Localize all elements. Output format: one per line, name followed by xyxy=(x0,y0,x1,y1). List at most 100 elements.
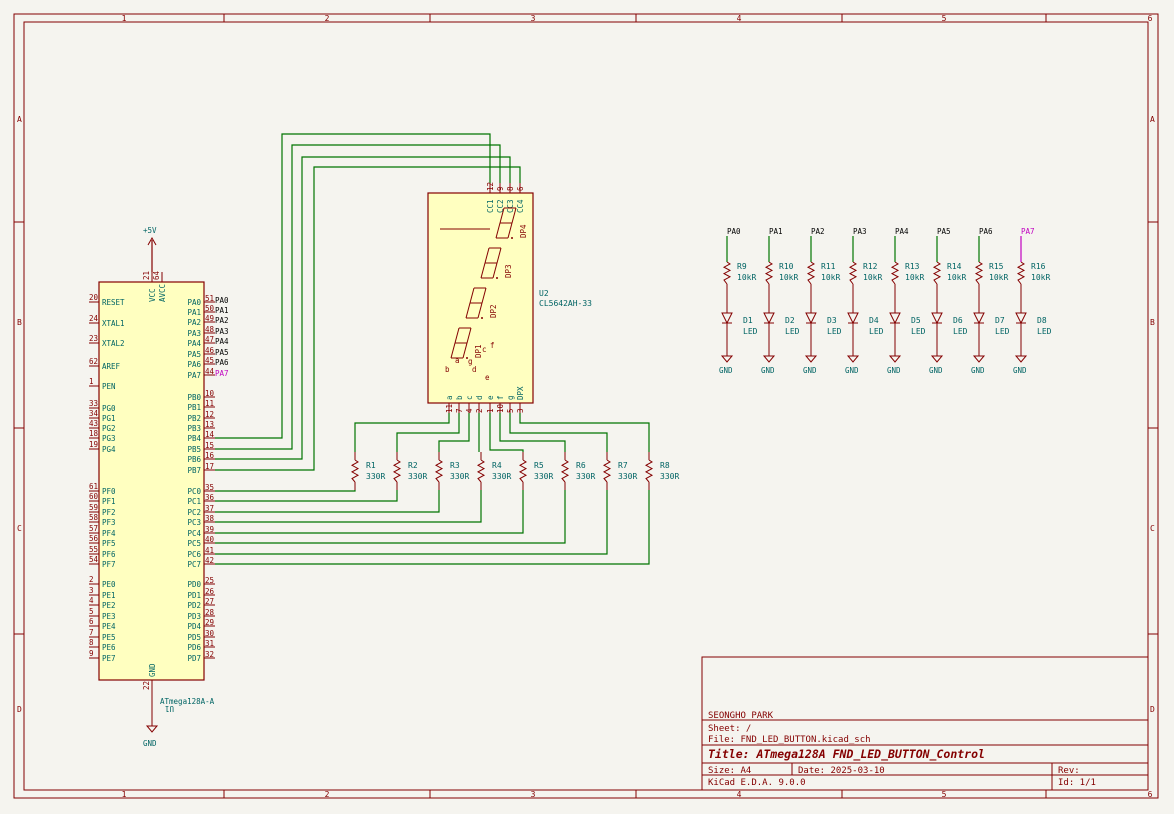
mcu-pin-name: PE6 xyxy=(102,643,116,652)
resistor-value: 10kR xyxy=(779,273,798,282)
mcu-pin-name: PD0 xyxy=(187,580,201,589)
resistor-ref: R8 xyxy=(660,461,670,470)
resistor-value: 330R xyxy=(450,472,469,481)
net-label: PA3 xyxy=(215,327,229,336)
mcu-pin-name: PE3 xyxy=(102,612,116,621)
segment-wire xyxy=(354,413,450,452)
segment-wire xyxy=(438,413,470,452)
frame-col-label: 2 xyxy=(325,790,330,799)
led-value: LED xyxy=(953,327,968,336)
display-pin-name: CC4 xyxy=(516,199,525,213)
mcu-pin-number: 51 xyxy=(205,294,214,303)
segment-mark xyxy=(462,342,468,359)
display-pin-name: CC1 xyxy=(486,199,495,213)
tb-tool: KiCad E.D.A. 9.0.0 xyxy=(708,778,806,788)
mcu-pin-number: 60 xyxy=(89,492,99,501)
resistor-ref: R14 xyxy=(947,262,962,271)
mcu-pin-number: 18 xyxy=(89,429,99,438)
frame-row-label: A xyxy=(1150,115,1155,124)
digit-label: DP1 xyxy=(474,344,483,358)
led-ref: D7 xyxy=(995,316,1005,325)
net-label: PA1 xyxy=(215,306,229,315)
resistor-ref: R7 xyxy=(618,461,628,470)
segment-wire xyxy=(215,490,440,513)
display-value: CL5642AH-33 xyxy=(539,299,592,308)
resistor-symbol xyxy=(392,459,402,483)
resistor-symbol xyxy=(764,261,774,285)
mcu-pin-number: 54 xyxy=(89,555,99,564)
resistor-value: 10kR xyxy=(821,273,840,282)
segment-mark xyxy=(450,342,456,359)
tb-author: SEONGHO PARK xyxy=(708,711,774,721)
led-ref: D3 xyxy=(827,316,837,325)
mcu-pin-name: PG2 xyxy=(102,424,116,433)
dp-dot xyxy=(511,237,513,239)
dp-dot xyxy=(496,277,498,279)
display-pin-number: 1 xyxy=(486,408,495,413)
frame-row-label: C xyxy=(1150,524,1155,533)
segment-mark xyxy=(466,327,472,344)
mcu-ref: U1 xyxy=(165,704,174,713)
mcu-pin-number: 46 xyxy=(205,346,215,355)
mcu-pin-number: 23 xyxy=(89,334,98,343)
mcu-pin-number: 22 xyxy=(142,681,151,690)
display-pin-name: e xyxy=(486,395,495,400)
resistor-symbol xyxy=(722,261,732,285)
display-ref: U2 xyxy=(539,289,549,298)
segment-wire xyxy=(215,490,650,565)
frame-col-label: 4 xyxy=(737,790,742,799)
gnd-label: GND xyxy=(803,366,817,375)
mcu-pin-name: PC6 xyxy=(187,550,201,559)
mcu-pin-name: PC4 xyxy=(187,529,201,538)
mcu-pin-name: PD4 xyxy=(187,622,201,631)
segment-wire xyxy=(215,490,608,555)
resistor-ref: R16 xyxy=(1031,262,1046,271)
mcu-pin-number: 48 xyxy=(205,325,215,334)
gnd-label: GND xyxy=(143,739,157,748)
mcu-pin-name: GND xyxy=(148,663,157,677)
mcu-pin-name: PA6 xyxy=(187,360,201,369)
display-pin-number: 5 xyxy=(506,408,515,413)
mcu-pin-number: 21 xyxy=(142,271,151,280)
resistor-value: 10kR xyxy=(905,273,924,282)
led-value: LED xyxy=(1037,327,1052,336)
gnd-label: GND xyxy=(929,366,943,375)
display-pin-number: 8 xyxy=(506,186,515,191)
frame-col-label: 5 xyxy=(942,14,947,23)
segment-mark xyxy=(496,247,502,264)
gnd-label: GND xyxy=(887,366,901,375)
gnd-label: GND xyxy=(845,366,859,375)
net-label: PA4 xyxy=(895,227,909,236)
mcu-body xyxy=(98,281,205,681)
mcu-symbol[interactable]: 20RESET24XTAL123XTAL262AREF1PEN33PG034PG… xyxy=(89,270,229,713)
mcu-pin-name: PD7 xyxy=(187,654,201,663)
mcu-pin-name: PG4 xyxy=(102,445,116,454)
tb-rev: Rev: xyxy=(1058,766,1080,776)
mcu-pin-name: PA5 xyxy=(187,350,201,359)
tb-id: Id: 1/1 xyxy=(1058,778,1096,788)
mcu-pin-name: PG1 xyxy=(102,414,116,423)
mcu-pin-number: 29 xyxy=(205,618,214,627)
net-label: PA0 xyxy=(215,296,229,305)
mcu-pin-name: PA4 xyxy=(187,339,201,348)
net-label: PA6 xyxy=(215,358,229,367)
led-symbol xyxy=(889,312,901,325)
segment-mark xyxy=(481,287,487,304)
resistor-value: 330R xyxy=(534,472,553,481)
mcu-pin-name: PC5 xyxy=(187,539,201,548)
mcu-pin-name: PB3 xyxy=(187,424,201,433)
resistor-ref: R10 xyxy=(779,262,794,271)
mcu-pin-number: 33 xyxy=(89,399,98,408)
segment-mark xyxy=(454,327,460,344)
resistor-ref: R6 xyxy=(576,461,586,470)
segment-letter: f xyxy=(490,341,495,350)
mcu-pin-name: PF7 xyxy=(102,560,116,569)
mcu-pin-name: PA1 xyxy=(187,308,201,317)
led-ref: D8 xyxy=(1037,316,1047,325)
mcu-pin-name: PB6 xyxy=(187,455,201,464)
segment-wire xyxy=(489,413,524,452)
mcu-pin-name: PA7 xyxy=(187,371,201,380)
mcu-pin-name: PF1 xyxy=(102,497,116,506)
